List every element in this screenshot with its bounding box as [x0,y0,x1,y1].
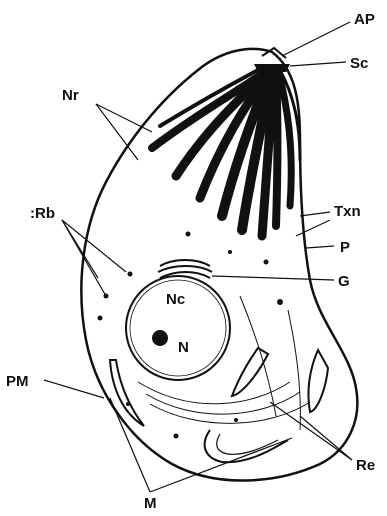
label-pm: PM [6,373,29,390]
label-nc: Nc [166,291,185,308]
label-m: M [144,495,157,512]
label-n: N [178,339,189,356]
label-sc: Sc [350,55,368,72]
golgi [158,260,212,278]
label-txn: Txn [334,203,361,220]
label-re: Re [356,457,375,474]
label-nr: Nr [62,87,79,104]
label-p: P [340,239,350,256]
label-ap: AP [354,11,375,28]
nucleolus [152,330,168,346]
rhoptries-nr [152,70,300,236]
label-rb: :Rb [30,205,55,222]
label-g: G [338,273,350,290]
reticulum-re [138,296,310,430]
